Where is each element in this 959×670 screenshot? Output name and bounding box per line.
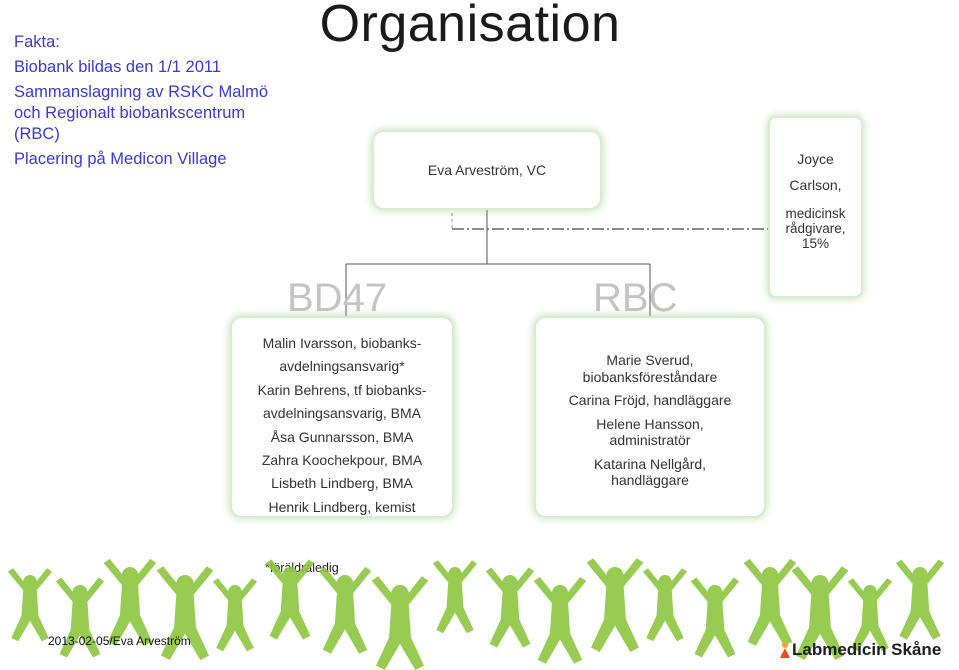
fact-line: Placering på Medicon Village xyxy=(14,150,227,168)
person-silhouette-icon xyxy=(642,568,688,642)
fact-line: Biobank bildas den 1/1 2011 xyxy=(14,58,222,76)
person-silhouette-icon xyxy=(7,568,53,642)
fact-line: Sammanslagning av RSKC Malmö xyxy=(14,83,269,101)
person-silhouette-icon xyxy=(212,578,258,652)
person-silhouette-icon xyxy=(156,566,214,661)
bd47-member-line: Malin Ivarsson, biobanks- xyxy=(262,335,422,351)
person-silhouette-icon xyxy=(103,558,157,646)
person-silhouette-icon xyxy=(485,567,535,648)
bd47-member-line: Karin Behrens, tf biobanks- xyxy=(257,381,427,398)
rbc-member-line: Marie Sverud, xyxy=(606,352,694,368)
rbc-member-line: Carina Fröjd, handläggare xyxy=(568,392,732,408)
advisor-box: Joyce Carlson, medicinsk rådgivare, 15% xyxy=(770,118,861,296)
fact-line: (RBC) xyxy=(14,125,60,143)
page-title: Organisation xyxy=(319,0,621,53)
vc-box: Eva Arveström, VC xyxy=(374,132,600,208)
rbc-member-line: handläggare xyxy=(611,472,689,488)
rbc-member-line: biobanksföreståndare xyxy=(582,368,718,385)
bd47-member-line: avdelningsansvarig, BMA xyxy=(263,405,421,422)
person-silhouette-icon xyxy=(371,576,429,670)
bd47-member-line: Zahra Koochekpour, BMA xyxy=(261,452,423,469)
person-silhouette-icon xyxy=(432,560,478,634)
advisor-line: Carlson, xyxy=(789,177,842,193)
person-silhouette-icon xyxy=(533,576,587,664)
person-silhouette-icon xyxy=(690,577,740,658)
advisor-line: rådgivare, xyxy=(785,221,846,236)
person-silhouette-icon xyxy=(586,558,644,653)
bd47-box: Malin Ivarsson, biobanks- avdelningsansv… xyxy=(232,318,452,516)
vc-name: Eva Arveström, VC xyxy=(427,162,547,178)
person-silhouette-icon xyxy=(791,566,849,661)
advisor-line: 15% xyxy=(801,236,830,251)
facts-heading: Fakta: xyxy=(14,33,60,51)
fact-line: och Regionalt biobankscentrum xyxy=(14,104,246,122)
labmedicin-logo-text: Labmedicin Skåne xyxy=(792,640,942,659)
facts-panel: Fakta: Biobank bildas den 1/1 2011 Samma… xyxy=(14,32,314,170)
advisor-line: Joyce xyxy=(797,151,834,167)
footer-date-author: 2013-02-05/Eva Arveström xyxy=(48,634,191,648)
rbc-box: Marie Sverud, biobanksföreståndare Carin… xyxy=(536,318,764,516)
bd47-label: BD47 xyxy=(287,276,388,320)
bd47-member-line: Åsa Gunnarsson, BMA xyxy=(270,428,414,445)
rbc-member-line: Katarina Nellgård, xyxy=(593,455,707,472)
person-silhouette-icon xyxy=(847,578,893,652)
person-silhouette-icon xyxy=(743,558,797,646)
rbc-member-line: administratör xyxy=(609,432,691,448)
person-silhouette-icon xyxy=(55,577,105,658)
rbc-label: RBC xyxy=(593,276,678,320)
rbc-member-line: Helene Hansson, xyxy=(596,415,704,432)
person-silhouette-icon xyxy=(265,559,315,640)
person-silhouette-icon xyxy=(895,559,945,640)
bd47-member-line: Lisbeth Lindberg, BMA xyxy=(271,475,413,492)
bd47-member-line: Henrik Lindberg, kemist xyxy=(268,498,416,515)
person-silhouette-icon xyxy=(318,566,372,654)
people-silhouettes-decoration xyxy=(7,558,945,670)
advisor-line: medicinsk xyxy=(785,206,846,221)
bd47-member-line: avdelningsansvarig* xyxy=(279,358,405,375)
labmedicin-logo-icon xyxy=(780,642,790,658)
